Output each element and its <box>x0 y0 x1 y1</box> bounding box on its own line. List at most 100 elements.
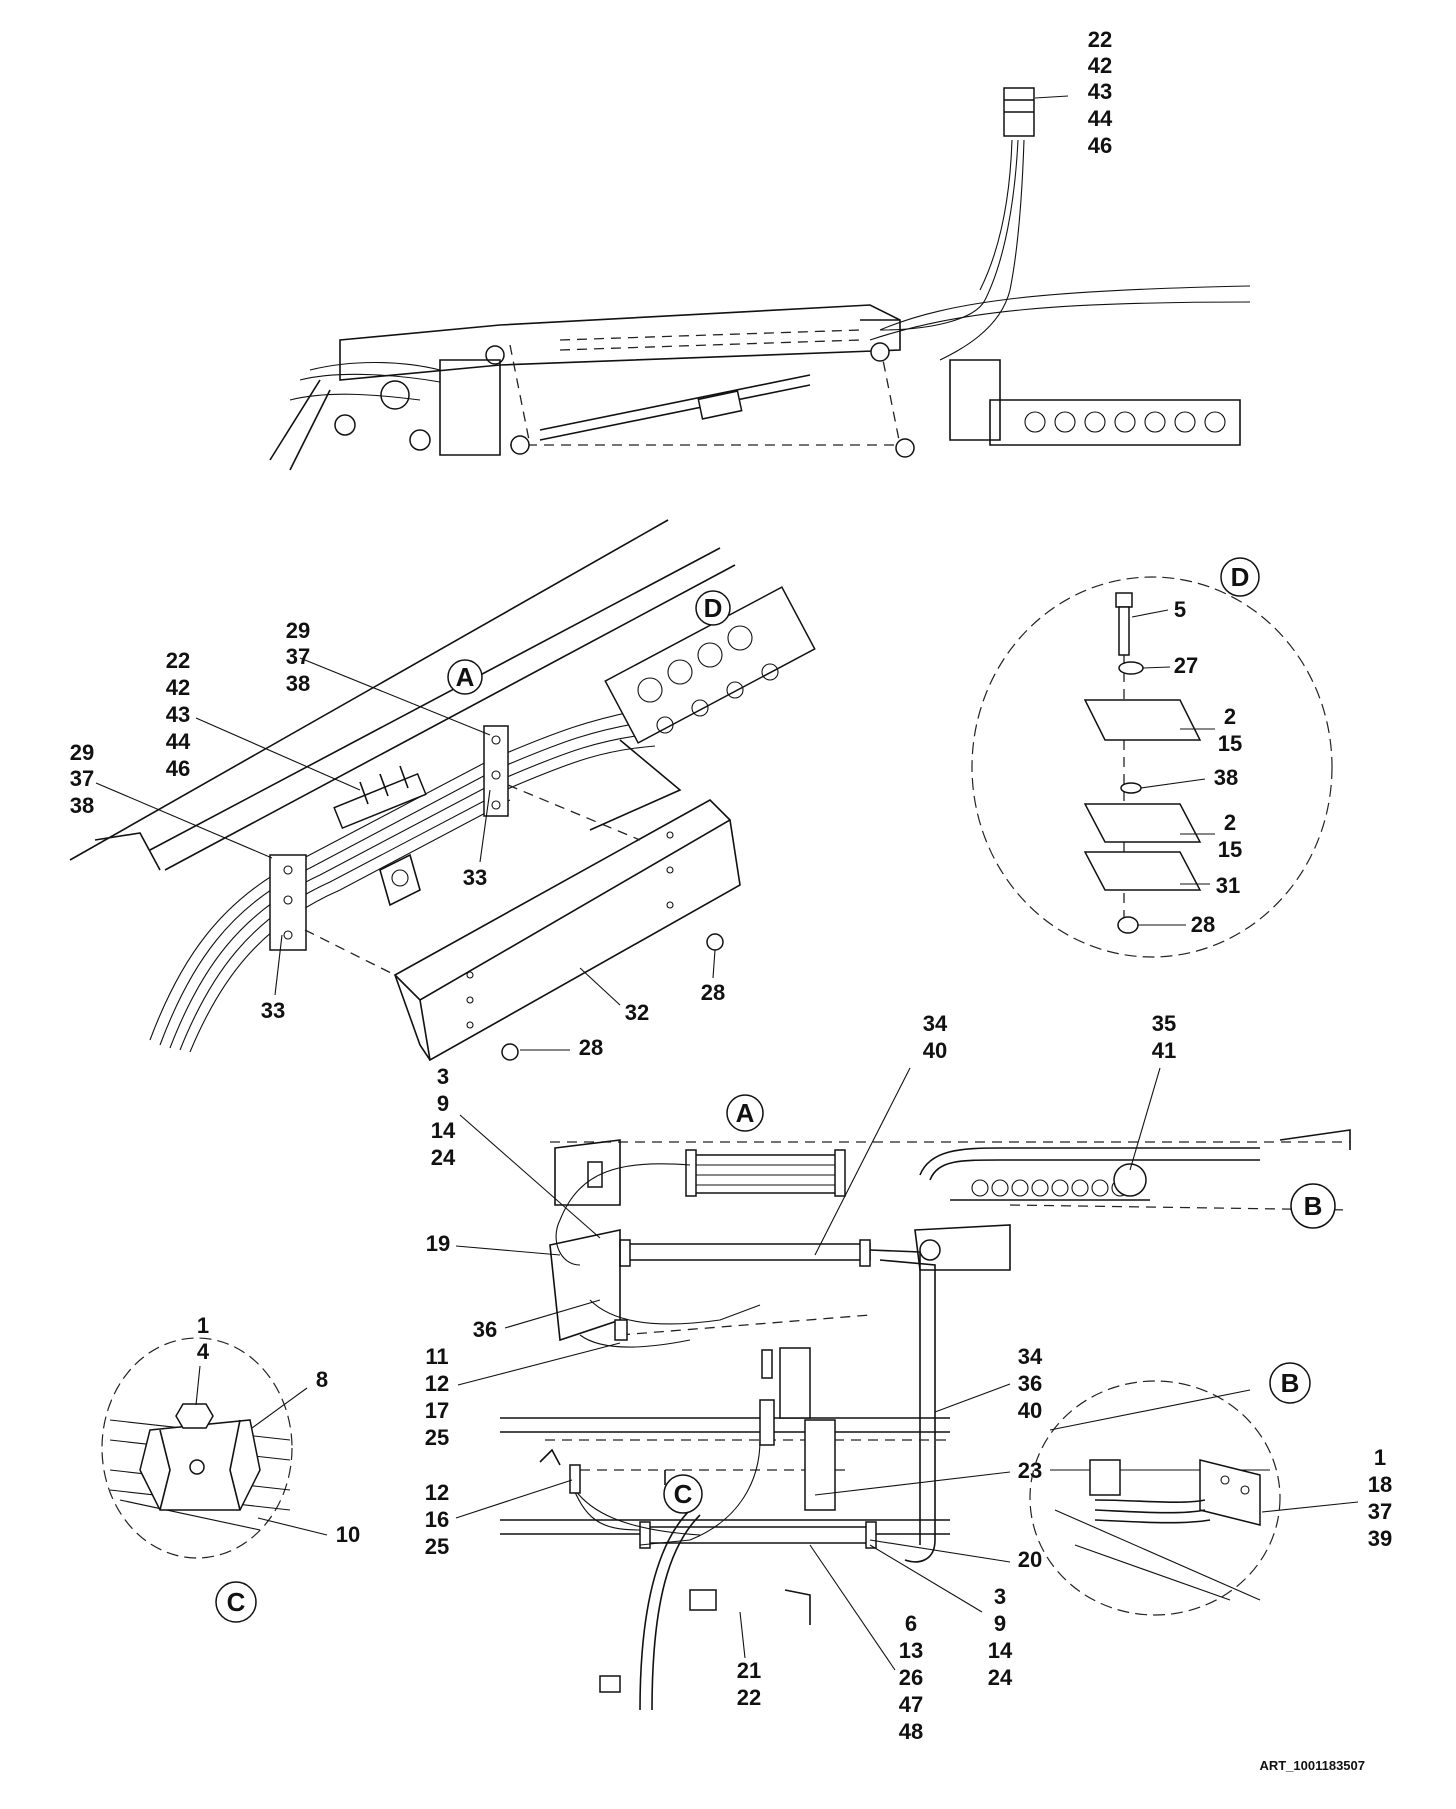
figure-id: ART_1001183507 <box>1259 1758 1365 1773</box>
bottom-main-view <box>500 1129 1351 1711</box>
label-9b: 9 <box>994 1611 1006 1636</box>
detail-b <box>1029 1380 1281 1616</box>
label-23: 23 <box>1018 1458 1042 1483</box>
label-9a: 9 <box>437 1091 449 1116</box>
label-d-38: 38 <box>1214 765 1238 790</box>
label-14b: 14 <box>988 1638 1013 1663</box>
label-22b: 22 <box>166 648 190 673</box>
label-14a: 14 <box>431 1118 456 1143</box>
label-24a: 24 <box>431 1145 456 1170</box>
label-c-10: 10 <box>336 1522 360 1547</box>
label-b-37: 37 <box>1368 1499 1392 1524</box>
svg-text:D: D <box>1231 562 1250 592</box>
label-d-5: 5 <box>1174 597 1186 622</box>
callout-a-mid: A <box>447 659 483 695</box>
label-29a: 29 <box>286 618 310 643</box>
svg-text:D: D <box>704 593 723 623</box>
label-37b: 37 <box>70 766 94 791</box>
label-32: 32 <box>625 1000 649 1025</box>
label-16: 16 <box>425 1507 449 1532</box>
label-43b: 43 <box>166 702 190 727</box>
label-33-right: 33 <box>463 865 487 890</box>
label-d-15a: 15 <box>1218 731 1242 756</box>
label-d-2a: 2 <box>1224 704 1236 729</box>
label-36b: 36 <box>1018 1371 1042 1396</box>
clamp-33-left <box>269 854 307 951</box>
label-12b: 12 <box>425 1480 449 1505</box>
label-42b: 42 <box>166 675 190 700</box>
rail-middle <box>624 1243 871 1261</box>
callout-b-bottom: B <box>1290 1183 1336 1229</box>
detail-d <box>971 576 1333 958</box>
svg-text:C: C <box>674 1479 693 1509</box>
label-40b: 40 <box>1018 1398 1042 1423</box>
label-11: 11 <box>425 1344 448 1369</box>
label-28-lower: 28 <box>579 1035 603 1060</box>
detail-d-labels: D 5 27 2 15 38 2 15 31 28 <box>1131 557 1260 937</box>
label-33-left: 33 <box>261 998 285 1023</box>
label-12a: 12 <box>425 1371 449 1396</box>
top-connector-labels: 22 42 43 44 46 <box>1088 27 1113 158</box>
label-28-upper: 28 <box>701 980 725 1005</box>
label-42: 42 <box>1088 53 1112 78</box>
label-38a: 38 <box>286 671 310 696</box>
label-d-31: 31 <box>1216 873 1240 898</box>
label-47: 47 <box>899 1692 923 1717</box>
mid-boom-view-a <box>69 519 816 1062</box>
callout-a-bottom: A <box>726 1094 764 1132</box>
label-38b: 38 <box>70 793 94 818</box>
detail-c-labels: 1 4 8 10 C <box>195 1313 360 1623</box>
label-46: 46 <box>1088 133 1112 158</box>
label-d-27: 27 <box>1174 653 1198 678</box>
label-24b: 24 <box>988 1665 1013 1690</box>
label-29b: 29 <box>70 740 94 765</box>
label-37a: 37 <box>286 644 310 669</box>
label-41: 41 <box>1152 1038 1176 1063</box>
label-40a: 40 <box>923 1038 947 1063</box>
svg-text:B: B <box>1304 1191 1323 1221</box>
label-22c: 22 <box>737 1685 761 1710</box>
callout-d-mid: D <box>695 590 731 626</box>
label-26: 26 <box>899 1665 923 1690</box>
label-13: 13 <box>899 1638 923 1663</box>
label-c-1: 1 <box>197 1313 209 1338</box>
label-c-8: 8 <box>316 1367 328 1392</box>
callout-c-bottom: C <box>663 1474 703 1514</box>
rail-a <box>689 1154 841 1194</box>
label-b-39: 39 <box>1368 1526 1392 1551</box>
label-b-1: 1 <box>1374 1445 1386 1470</box>
label-43: 43 <box>1088 79 1112 104</box>
svg-text:A: A <box>456 662 475 692</box>
mid-labels: 29 37 38 22 42 43 44 46 29 37 38 33 33 3… <box>70 618 725 1060</box>
label-22: 22 <box>1088 27 1112 52</box>
label-46b: 46 <box>166 756 190 781</box>
label-3b: 3 <box>994 1584 1006 1609</box>
label-48: 48 <box>899 1719 923 1744</box>
detail-b-labels: B 1 18 37 39 <box>1261 1362 1392 1551</box>
label-20: 20 <box>1018 1547 1042 1572</box>
label-d-15b: 15 <box>1218 837 1242 862</box>
bottom-labels: 34 40 35 41 3 9 14 24 19 36 11 12 17 25 … <box>425 1011 1176 1744</box>
label-d-2b: 2 <box>1224 810 1236 835</box>
label-d-28: 28 <box>1191 912 1215 937</box>
label-44b: 44 <box>166 729 191 754</box>
label-21: 21 <box>737 1658 761 1683</box>
svg-text:B: B <box>1281 1368 1300 1398</box>
label-c-4: 4 <box>197 1339 210 1364</box>
label-b-18: 18 <box>1368 1472 1392 1497</box>
label-34a: 34 <box>923 1011 948 1036</box>
label-17: 17 <box>425 1398 449 1423</box>
label-35: 35 <box>1152 1011 1176 1036</box>
label-25a: 25 <box>425 1425 449 1450</box>
label-3a: 3 <box>437 1064 449 1089</box>
label-34b: 34 <box>1018 1344 1043 1369</box>
label-6: 6 <box>905 1611 917 1636</box>
detail-c <box>101 1337 293 1559</box>
top-boom-assembly <box>269 87 1251 471</box>
svg-text:A: A <box>736 1098 755 1128</box>
label-25b: 25 <box>425 1534 449 1559</box>
label-36: 36 <box>473 1317 497 1342</box>
svg-text:C: C <box>227 1587 246 1617</box>
label-44: 44 <box>1088 106 1113 131</box>
